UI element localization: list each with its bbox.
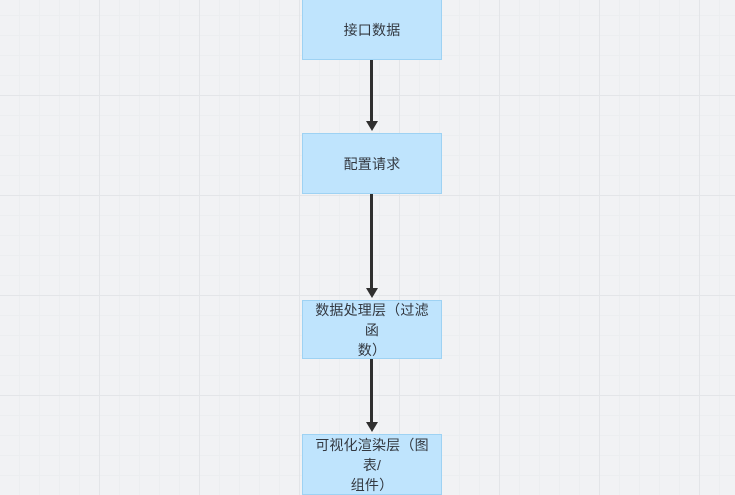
flowchart-node-1[interactable]: 接口数据: [302, 0, 442, 60]
flowchart-node-4[interactable]: 可视化渲染层（图表/ 组件）: [302, 434, 442, 495]
flowchart-node-3[interactable]: 数据处理层（过滤函 数）: [302, 300, 442, 359]
flowchart-edge-1-arrowhead-icon: [366, 121, 378, 131]
flowchart-edge-2-arrowhead-icon: [366, 288, 378, 298]
flowchart-edge-3-arrowhead-icon: [366, 422, 378, 432]
flowchart-node-2[interactable]: 配置请求: [302, 133, 442, 194]
flowchart-edge-1-line: [370, 60, 373, 123]
flowchart-edge-2-line: [370, 194, 373, 290]
flowchart-edge-3-line: [370, 359, 373, 424]
